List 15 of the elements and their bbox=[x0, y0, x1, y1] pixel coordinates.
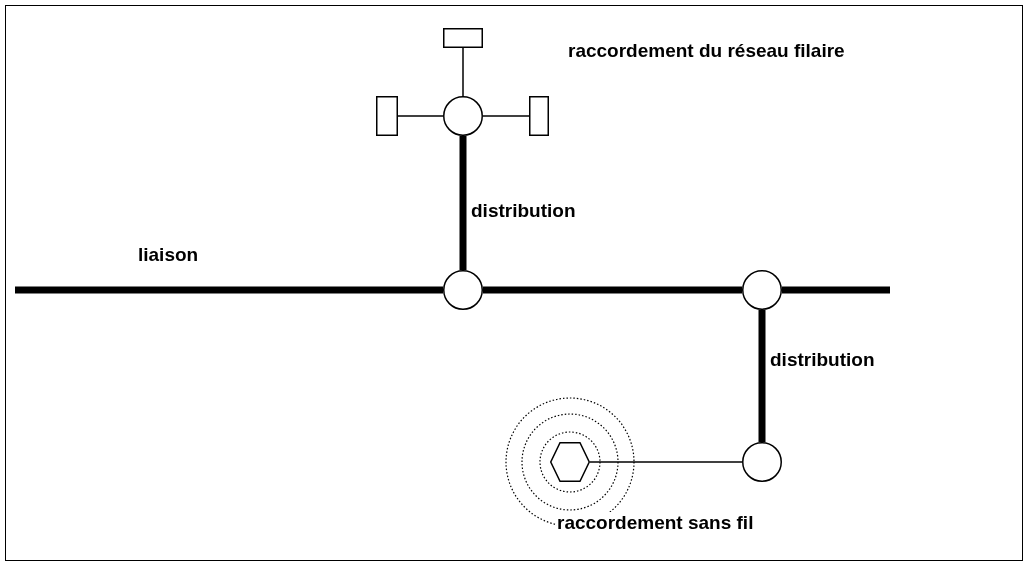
wireless-access-point-hexagon bbox=[550, 442, 590, 482]
connector-line bbox=[482, 115, 530, 117]
connector-line bbox=[462, 47, 464, 97]
connector-line bbox=[397, 115, 444, 117]
node-circle bbox=[742, 270, 782, 310]
connector-line bbox=[758, 310, 766, 442]
node-circle bbox=[742, 442, 782, 482]
node-circle bbox=[443, 96, 483, 136]
connector-line bbox=[459, 136, 467, 270]
connector-line bbox=[483, 286, 742, 294]
node-circle bbox=[443, 270, 483, 310]
terminal-box bbox=[529, 96, 549, 136]
terminal-box bbox=[376, 96, 398, 136]
terminal-box bbox=[443, 28, 483, 48]
connector-line bbox=[589, 461, 743, 463]
